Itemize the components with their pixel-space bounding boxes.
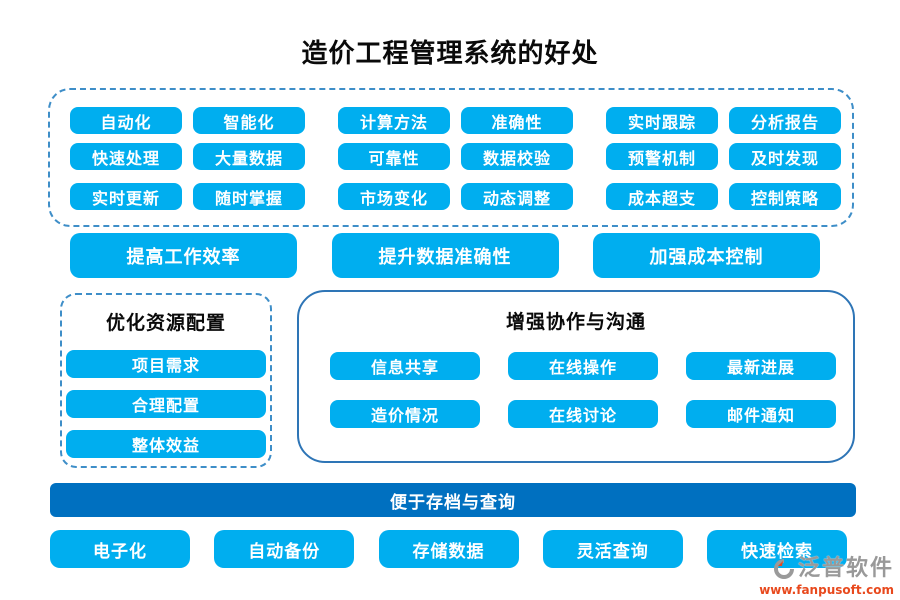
benefit-button-reliability[interactable]: 可靠性 bbox=[338, 143, 450, 170]
benefit-button-dynamic-adjust[interactable]: 动态调整 bbox=[461, 183, 573, 210]
benefit-button-automation[interactable]: 自动化 bbox=[70, 107, 182, 134]
category-button-efficiency[interactable]: 提高工作效率 bbox=[70, 233, 297, 278]
benefit-row: 自动化 智能化 计算方法 准确性 实时跟踪 分析报告 bbox=[70, 107, 852, 134]
collab-button-online-operation[interactable]: 在线操作 bbox=[508, 352, 658, 380]
benefits-grid-container: 自动化 智能化 计算方法 准确性 实时跟踪 分析报告 快速处理 大量数据 可靠性… bbox=[48, 88, 854, 227]
collaboration-box-title: 增强协作与沟通 bbox=[505, 311, 646, 333]
collaboration-box: 增强协作与沟通 信息共享 在线操作 最新进展 造价情况 在线讨论 邮件通知 bbox=[297, 290, 855, 463]
archive-button-store-data[interactable]: 存储数据 bbox=[378, 530, 519, 568]
benefit-button-big-data[interactable]: 大量数据 bbox=[193, 143, 305, 170]
collab-button-cost-status[interactable]: 造价情况 bbox=[330, 400, 480, 428]
collab-button-info-sharing[interactable]: 信息共享 bbox=[330, 352, 480, 380]
vendor-watermark: 泛普软件 www.fanpusoft.com bbox=[759, 557, 894, 597]
resource-allocation-box: 优化资源配置 项目需求 合理配置 整体效益 bbox=[60, 293, 272, 468]
benefit-button-market-change[interactable]: 市场变化 bbox=[338, 183, 450, 210]
resource-button-reasonable-allocation[interactable]: 合理配置 bbox=[66, 390, 266, 418]
vendor-brand-name: 泛普软件 bbox=[797, 556, 894, 581]
archive-button-electronic[interactable]: 电子化 bbox=[50, 530, 190, 568]
collab-button-email-notification[interactable]: 邮件通知 bbox=[686, 400, 836, 428]
resource-button-overall-benefit[interactable]: 整体效益 bbox=[66, 430, 266, 458]
archive-button-fast-retrieval[interactable]: 快速检索 bbox=[707, 530, 847, 568]
archive-button-auto-backup[interactable]: 自动备份 bbox=[214, 530, 355, 568]
benefit-button-intelligence[interactable]: 智能化 bbox=[193, 107, 305, 134]
benefit-button-realtime-update[interactable]: 实时更新 bbox=[70, 183, 182, 210]
resource-button-project-demand[interactable]: 项目需求 bbox=[66, 350, 266, 378]
vendor-watermark-brand-row: 泛普软件 bbox=[759, 557, 894, 581]
benefit-row: 快速处理 大量数据 可靠性 数据校验 预警机制 及时发现 bbox=[70, 143, 852, 170]
benefit-button-data-validation[interactable]: 数据校验 bbox=[461, 143, 573, 170]
benefit-button-cost-overrun[interactable]: 成本超支 bbox=[606, 183, 718, 210]
benefit-button-timely-discovery[interactable]: 及时发现 bbox=[729, 143, 841, 170]
benefit-button-fast-processing[interactable]: 快速处理 bbox=[70, 143, 182, 170]
benefit-button-realtime-tracking[interactable]: 实时跟踪 bbox=[606, 107, 718, 134]
benefit-button-warning-mechanism[interactable]: 预警机制 bbox=[606, 143, 718, 170]
archive-feature-row: 电子化 自动备份 存储数据 灵活查询 快速检索 bbox=[50, 530, 847, 568]
archive-button-flexible-query[interactable]: 灵活查询 bbox=[542, 530, 683, 568]
resource-box-title: 优化资源配置 bbox=[105, 312, 226, 334]
benefit-button-control-strategy[interactable]: 控制策略 bbox=[729, 183, 841, 210]
vendor-url: www.fanpusoft.com bbox=[759, 583, 894, 597]
benefit-button-anytime-grasp[interactable]: 随时掌握 bbox=[193, 183, 305, 210]
collaboration-row: 信息共享 在线操作 最新进展 bbox=[299, 352, 853, 380]
category-button-row: 提高工作效率 提升数据准确性 加强成本控制 bbox=[70, 233, 820, 278]
collaboration-row: 造价情况 在线讨论 邮件通知 bbox=[299, 400, 853, 428]
page-title: 造价工程管理系统的好处 bbox=[301, 39, 599, 69]
fanpu-logo-icon bbox=[773, 559, 794, 579]
benefit-button-analysis-report[interactable]: 分析报告 bbox=[729, 107, 841, 134]
benefit-row: 实时更新 随时掌握 市场变化 动态调整 成本超支 控制策略 bbox=[70, 183, 852, 210]
collab-button-latest-progress[interactable]: 最新进展 bbox=[686, 352, 836, 380]
archive-query-bar[interactable]: 便于存档与查询 bbox=[50, 483, 856, 517]
benefit-button-calc-method[interactable]: 计算方法 bbox=[338, 107, 450, 134]
collab-button-online-discussion[interactable]: 在线讨论 bbox=[508, 400, 658, 428]
category-button-data-accuracy[interactable]: 提升数据准确性 bbox=[331, 233, 559, 278]
benefit-button-accuracy[interactable]: 准确性 bbox=[461, 107, 573, 134]
category-button-cost-control[interactable]: 加强成本控制 bbox=[593, 233, 820, 278]
